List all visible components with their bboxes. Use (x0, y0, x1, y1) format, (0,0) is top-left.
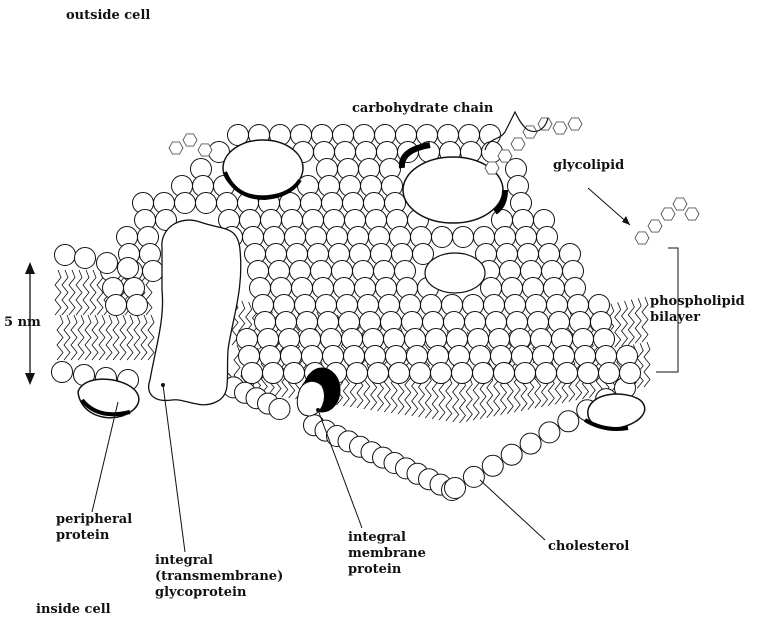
thickness-arrow-top (25, 262, 35, 274)
phospholipid-head (536, 363, 557, 384)
integral-membrane-protein-label-line3: protein (348, 562, 401, 578)
phospholipid-head-lower (501, 444, 522, 465)
integral-membrane-protein-label-line1: integral (348, 530, 406, 546)
glycolipid-label: glycolipid (553, 158, 624, 174)
peripheral-protein-label-line2: protein (56, 528, 109, 544)
sugar-ring (198, 144, 212, 156)
sugar-ring (485, 162, 499, 174)
phospholipid-head (473, 363, 494, 384)
integral-membrane-protein-label-line2: membrane (348, 546, 426, 562)
outside-cell-label: outside cell (66, 8, 150, 24)
phospholipid-head (515, 363, 536, 384)
phospholipid-head (431, 363, 452, 384)
phospholipid-head (389, 363, 410, 384)
phospholipid-head (368, 363, 389, 384)
sugar-ring (648, 220, 662, 232)
peripheral-protein-leader (92, 402, 118, 512)
phospholipid-head-lower (482, 455, 503, 476)
phospholipid-head (578, 363, 599, 384)
phospholipid-head (599, 363, 620, 384)
sugar-ring (568, 118, 582, 130)
phospholipid-label-line2: bilayer (650, 310, 700, 326)
cholesterol-label: cholesterol (548, 539, 629, 555)
sugar-ring (673, 198, 687, 210)
cholesterol-leader (480, 480, 545, 540)
sugar-ring (538, 118, 552, 130)
phospholipid-head (55, 245, 76, 266)
phospholipid-head (410, 363, 431, 384)
integral-protein-leader-dot (316, 408, 320, 412)
phospholipid-head (494, 363, 515, 384)
phospholipid-head (453, 227, 474, 248)
phospholipid-head (127, 295, 148, 316)
sugar-ring (169, 142, 183, 154)
sugar-ring (553, 122, 567, 134)
thickness-label: 5 nm (4, 315, 41, 331)
phospholipid-head-lower (445, 478, 466, 499)
sugar-ring (498, 150, 512, 162)
glycoprotein-leader (163, 385, 185, 552)
sugar-ring (635, 232, 649, 244)
phospholipid-head-lower (558, 411, 579, 432)
phospholipid-head-lower (269, 399, 290, 420)
integral-glycoprotein-shape (149, 220, 241, 405)
phospholipid-head (242, 363, 263, 384)
sugar-ring (511, 138, 525, 150)
phospholipid-head (557, 363, 578, 384)
carbohydrate-chain-label: carbohydrate chain (352, 101, 493, 117)
glycoprotein-label-line3: glycoprotein (155, 585, 246, 601)
peripheral-protein-label-line1: peripheral (56, 512, 132, 528)
phospholipid-head (452, 363, 473, 384)
glycolipid-arrowhead (622, 216, 630, 225)
phospholipid-head-lower (52, 362, 73, 383)
phospholipid-head (106, 295, 127, 316)
phospholipid-head (620, 363, 641, 384)
sugar-ring (685, 208, 699, 220)
phospholipid-head-lower (539, 422, 560, 443)
phospholipid-head (75, 248, 96, 269)
phospholipid-head (97, 253, 118, 274)
phospholipid-head-lower (520, 433, 541, 454)
phospholipid-head (196, 193, 217, 214)
phospholipid-head (347, 363, 368, 384)
sugar-ring (183, 134, 197, 146)
phospholipid-head (482, 142, 503, 163)
phospholipid-head (284, 363, 305, 384)
phospholipid-head (175, 193, 196, 214)
phospholipid-head (432, 227, 453, 248)
sugar-ring (661, 208, 675, 220)
glycoprotein-leader-dot (161, 383, 165, 387)
thickness-arrow-bottom (25, 373, 35, 385)
peripheral-protein-right-shape (588, 394, 645, 428)
phospholipid-head-lower (463, 466, 484, 487)
phospholipid-label-line1: phospholipid (650, 294, 745, 310)
phospholipid-head (143, 261, 164, 282)
phospholipid-head (263, 363, 284, 384)
inside-cell-label: inside cell (36, 602, 111, 618)
glycoprotein-label-line2: (transmembrane) (155, 569, 283, 585)
phospholipid-head (118, 258, 139, 279)
surface-protein-right (425, 253, 485, 293)
glycoprotein-label-line1: integral (155, 553, 213, 569)
